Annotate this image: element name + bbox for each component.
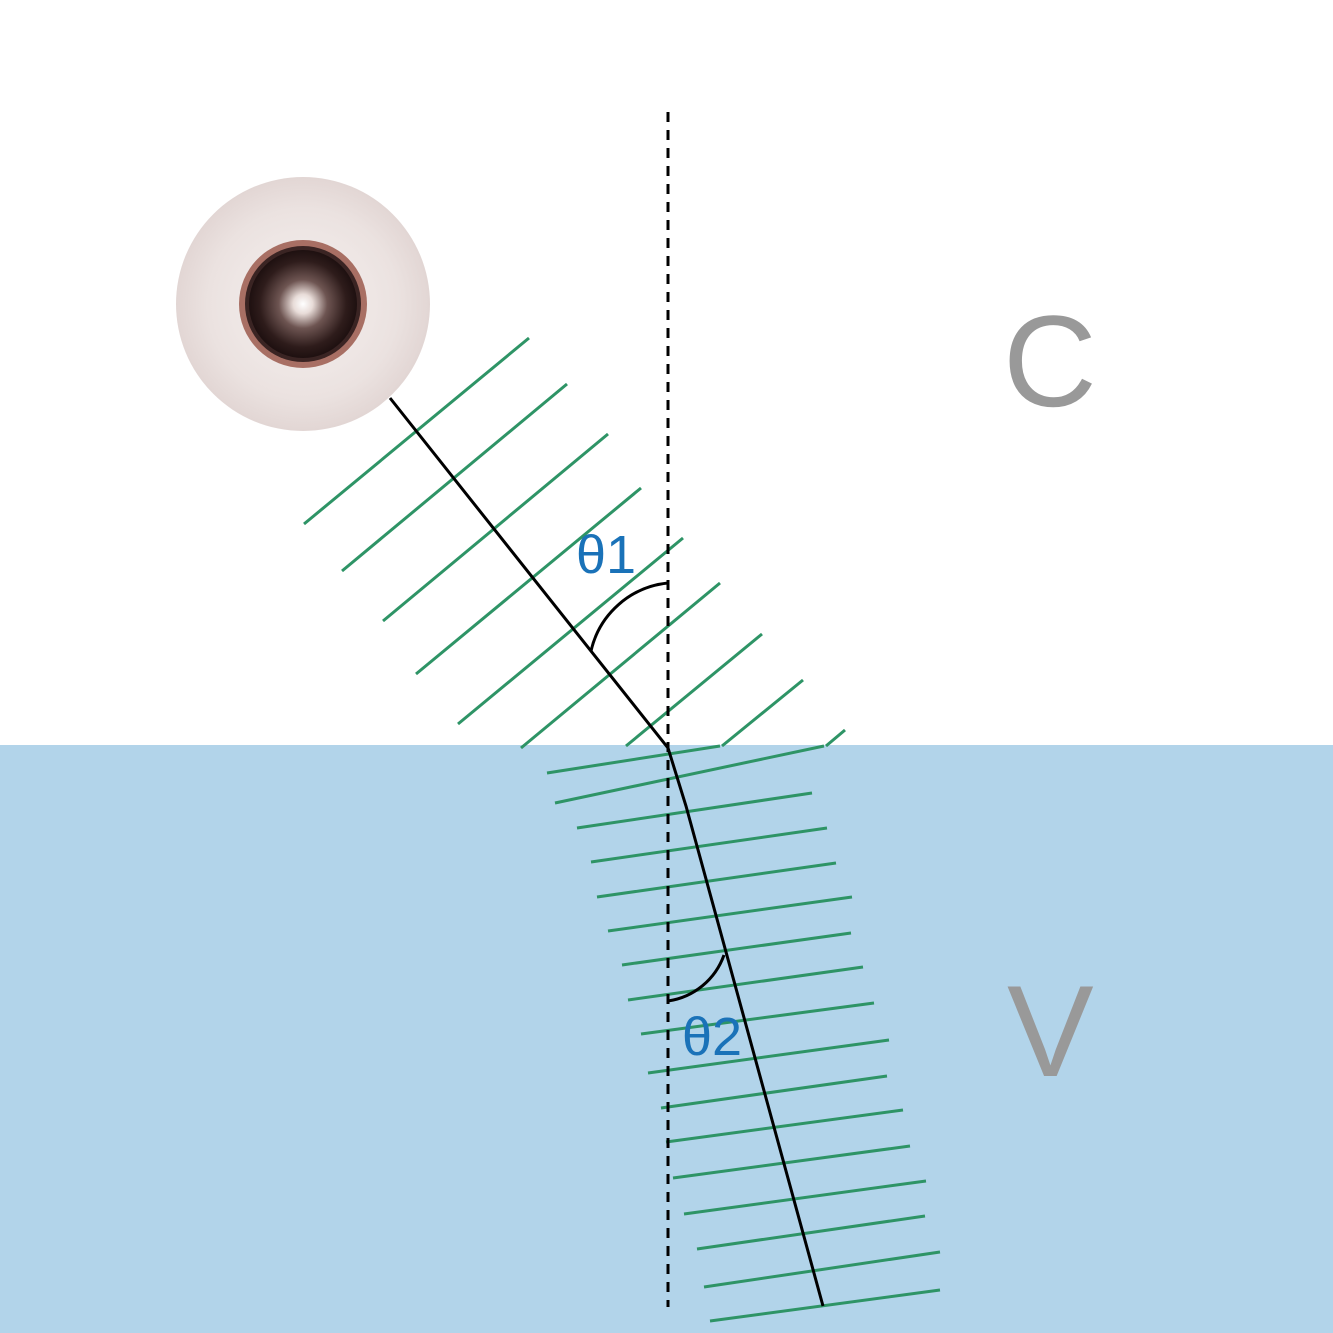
theta2-arc [667,954,726,1003]
light-ray [388,397,825,1307]
eye-icon [176,177,430,431]
theta2-label: θ2 [682,1007,742,1067]
lower-medium-label: V [1007,958,1094,1104]
theta1-label: θ1 [576,525,636,585]
refracted-wavefronts [546,744,941,1323]
upper-medium-label: C [1003,288,1097,434]
theta1-arc [589,581,669,652]
